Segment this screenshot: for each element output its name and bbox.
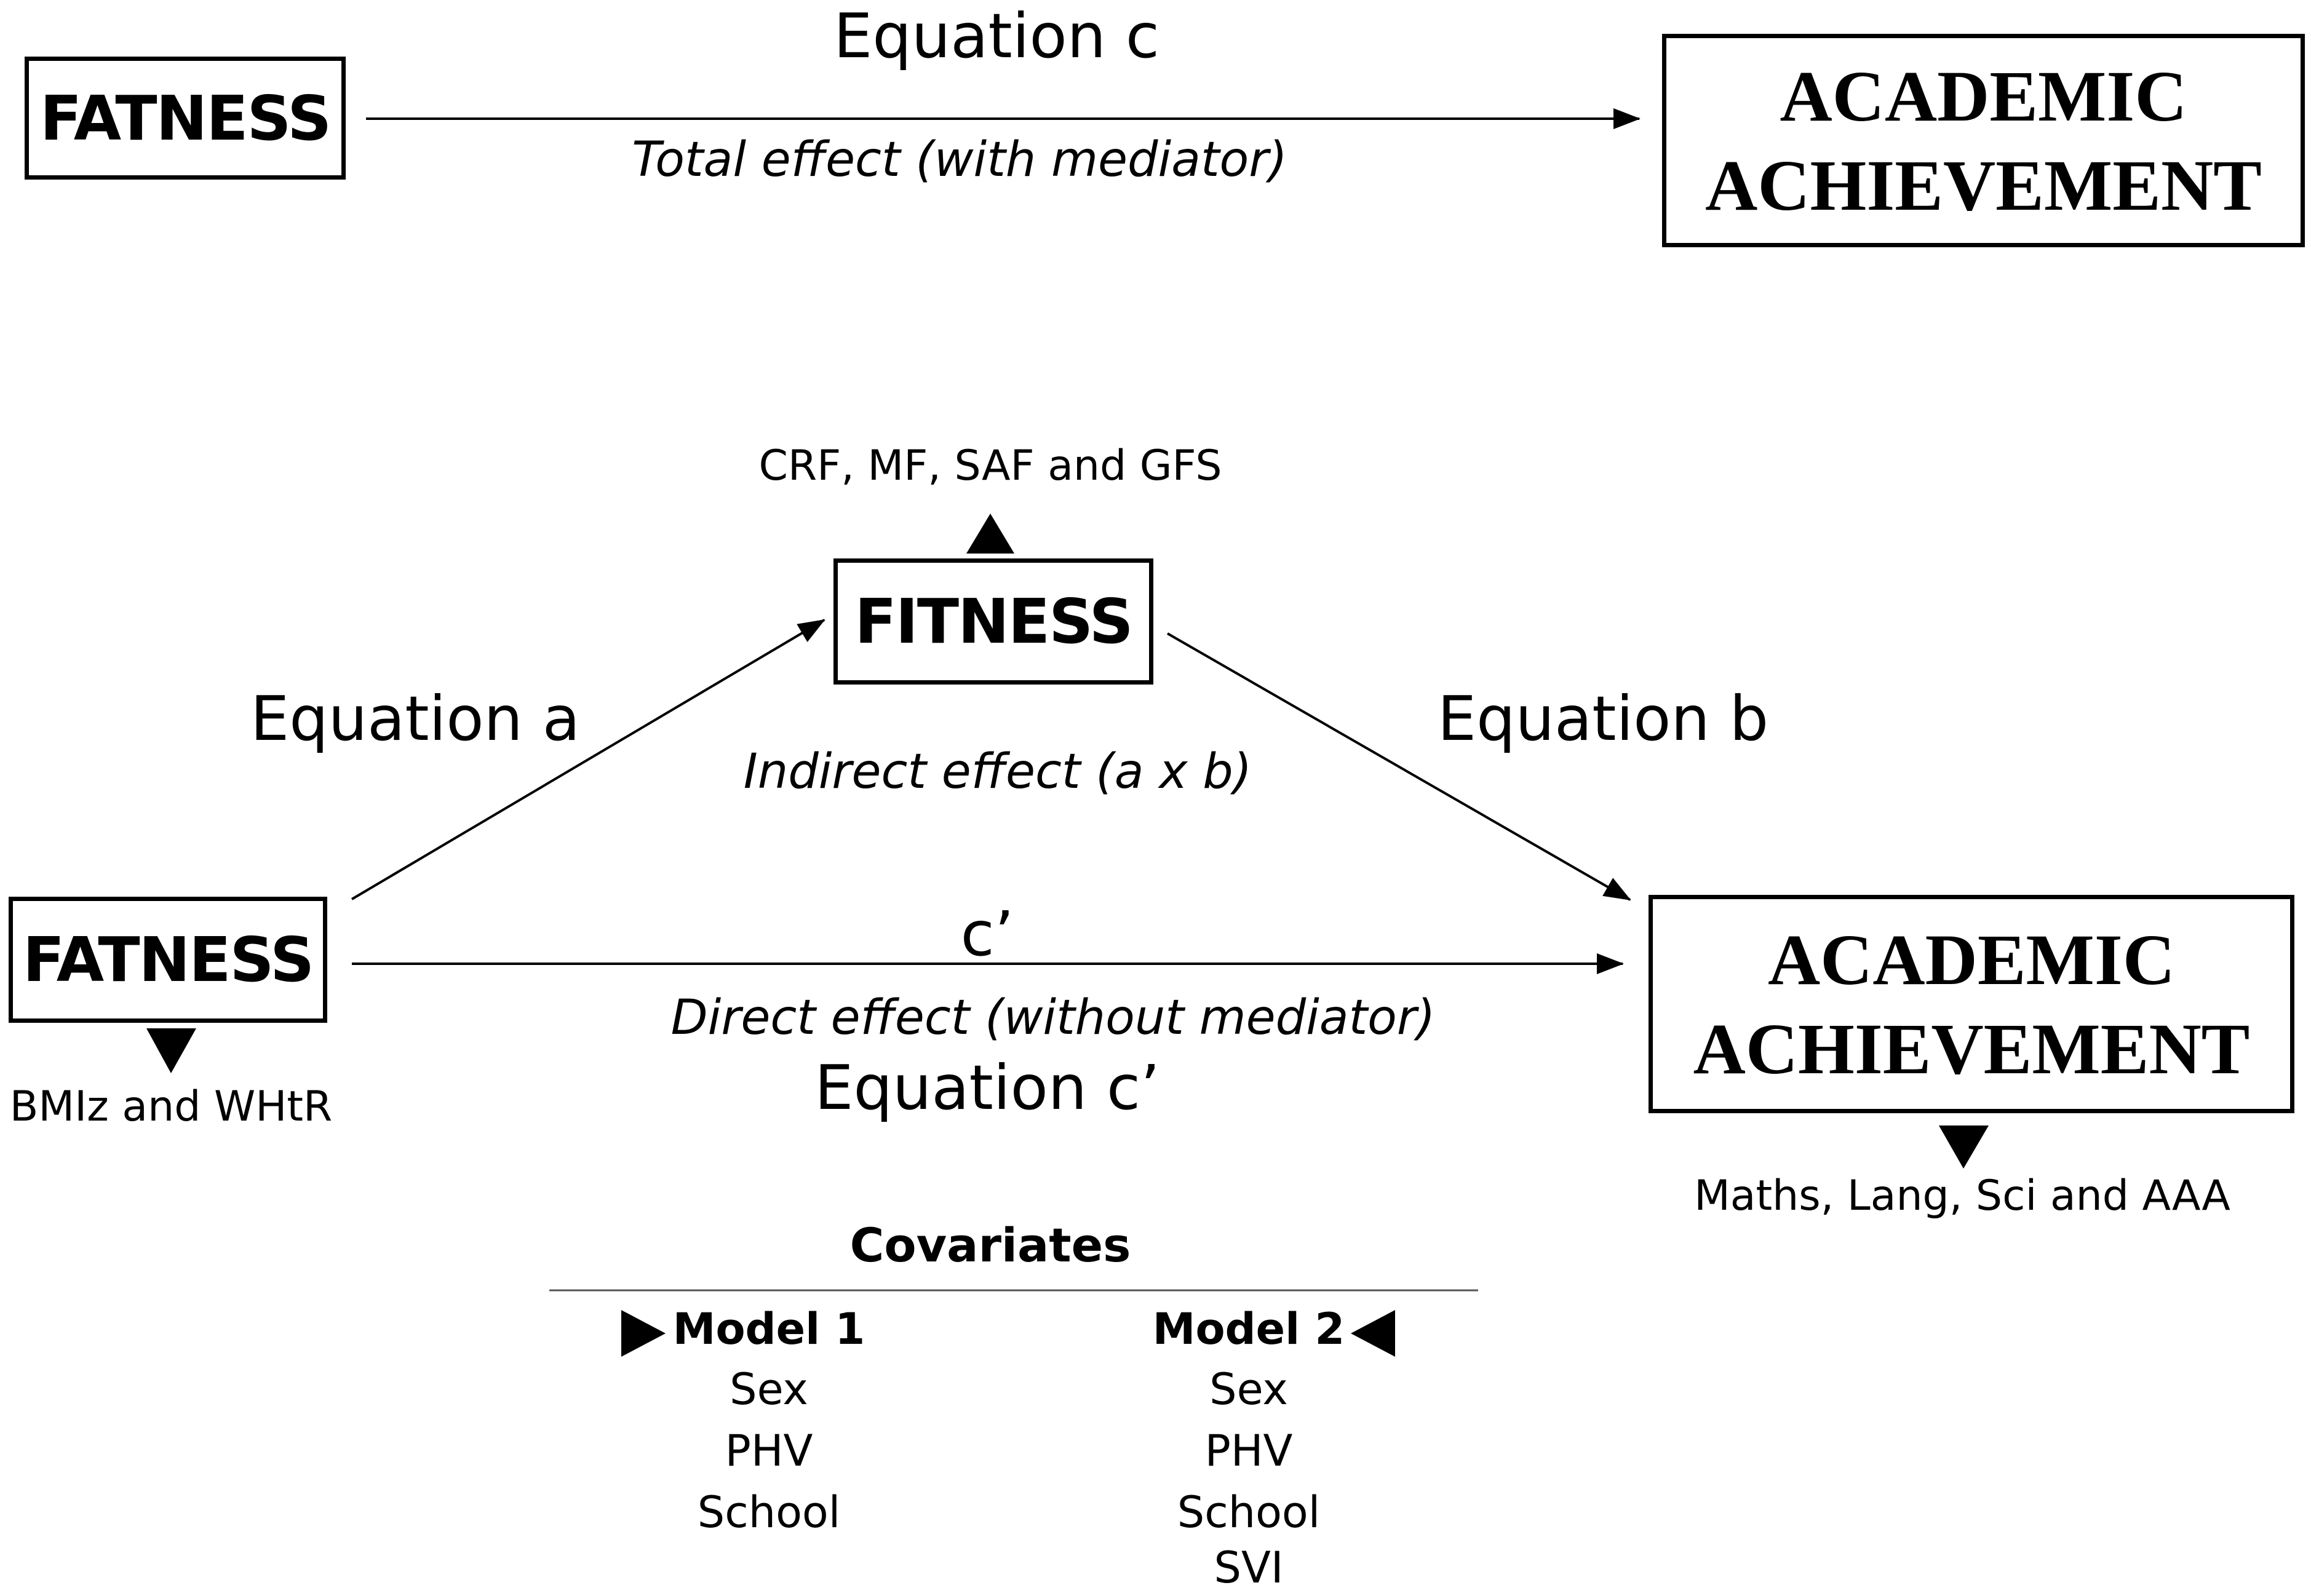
model-2-covariate: PHV — [1204, 1426, 1293, 1476]
total-effect-label: Total effect (with mediator) — [632, 132, 1287, 188]
equation-c-prime-label: Equation c’ — [814, 1052, 1160, 1124]
academic-achievement-box-top: ACADEMIC ACHIEVEMENT — [1662, 34, 2305, 247]
triangle-up-icon — [966, 514, 1014, 554]
academic-achievement-box-bottom: ACADEMIC ACHIEVEMENT — [1649, 895, 2294, 1113]
triangle-down-icon — [146, 1028, 196, 1073]
triangle-down-icon — [1939, 1126, 1989, 1169]
equation-b-label: Equation b — [1437, 683, 1769, 755]
academic-label-line2: ACHIEVEMENT — [1705, 145, 2262, 226]
fatness-label: FATNESS — [22, 924, 314, 996]
model-1-covariate: Sex — [730, 1364, 808, 1415]
model-2-covariate: Sex — [1209, 1364, 1288, 1415]
arrow-equation-b — [1167, 632, 1631, 901]
covariates-title: Covariates — [849, 1218, 1131, 1272]
model-1-covariate: School — [697, 1487, 841, 1538]
fatness-box-bottom: FATNESS — [9, 897, 327, 1023]
model-1-covariate: PHV — [725, 1426, 813, 1476]
triangle-left-icon — [1351, 1310, 1395, 1357]
fatness-box-top: FATNESS — [25, 57, 346, 180]
indirect-effect-label: Indirect effect (a x b) — [743, 744, 1252, 800]
academic-label-line2: ACHIEVEMENT — [1693, 1008, 2250, 1089]
fatness-measures-label: BMIz and WHtR — [9, 1082, 333, 1131]
fitness-measures-label: CRF, MF, SAF and GFS — [758, 442, 1222, 490]
fitness-box: FITNESS — [833, 558, 1153, 685]
triangle-right-icon — [621, 1310, 666, 1357]
model-2-covariate: School — [1177, 1487, 1321, 1538]
academic-label-line1: ACADEMIC — [1780, 55, 2187, 137]
fitness-label: FITNESS — [854, 586, 1133, 657]
fatness-label: FATNESS — [39, 82, 332, 154]
academic-label-line1: ACADEMIC — [1767, 919, 2176, 1000]
direct-effect-label: Direct effect (without mediator) — [670, 990, 1436, 1046]
model-2-covariate: SVI — [1214, 1542, 1284, 1593]
academic-measures-label: Maths, Lang, Sci and AAA — [1694, 1172, 2230, 1220]
c-prime-label: c’ — [960, 898, 1014, 970]
equation-c-label: Equation c — [833, 0, 1159, 72]
model-2-title: Model 2 — [1152, 1304, 1345, 1354]
arrow-equation-a — [351, 619, 825, 900]
equation-a-label: Equation a — [250, 683, 580, 755]
model-1-title: Model 1 — [672, 1304, 865, 1354]
